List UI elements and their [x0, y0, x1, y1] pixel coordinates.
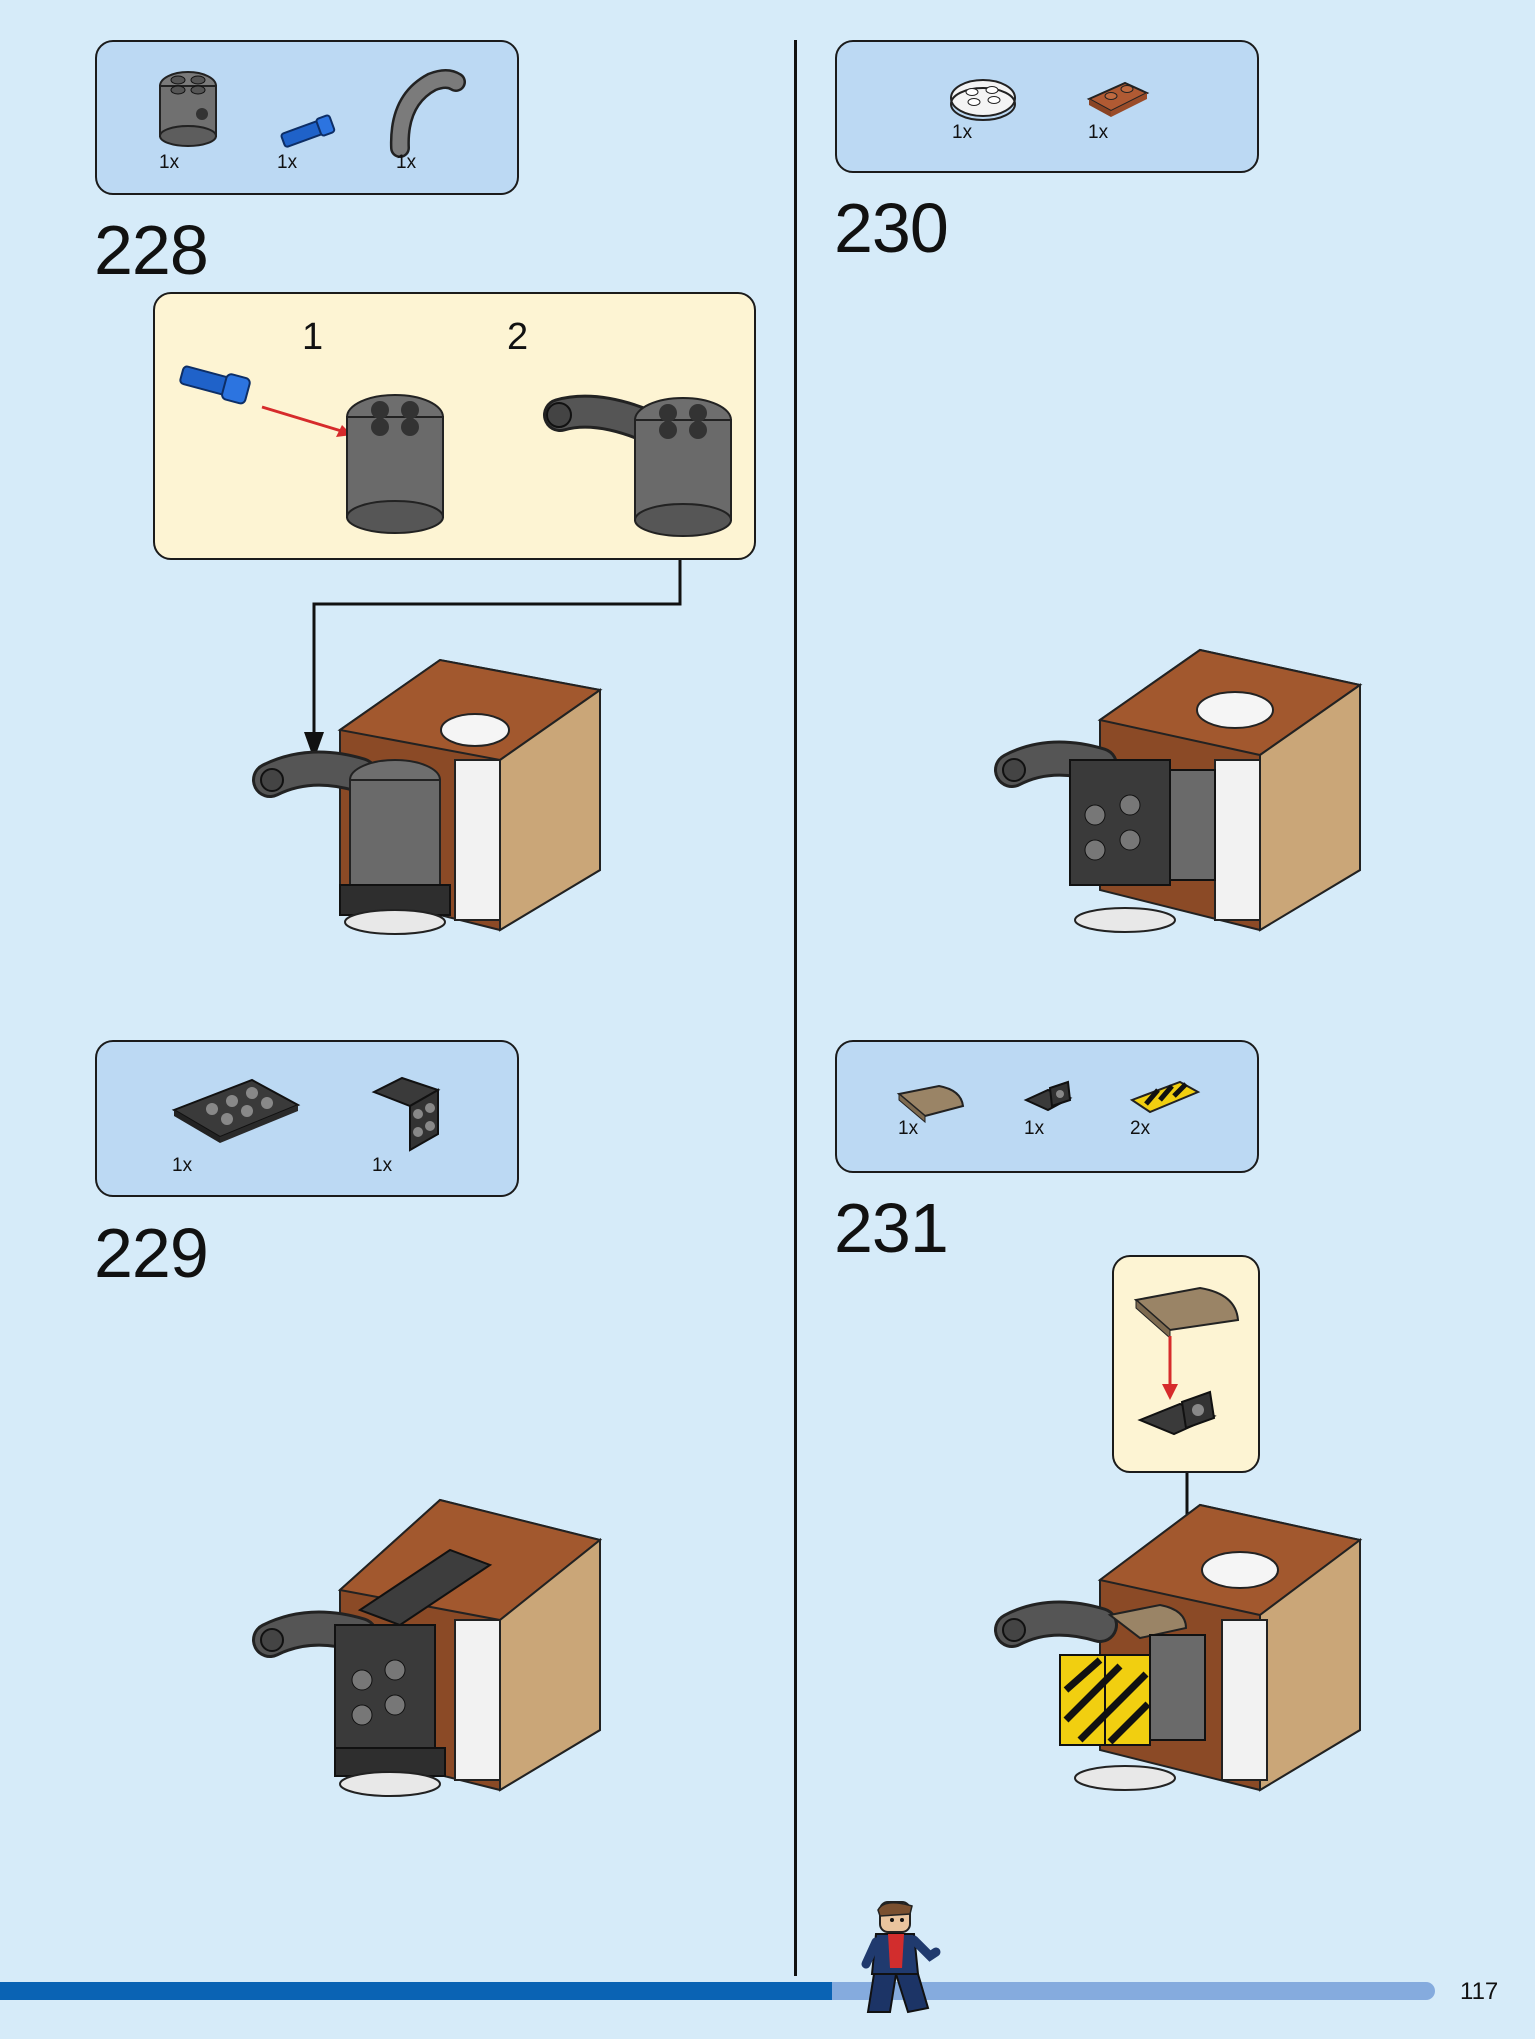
qty-230-1: 1x	[952, 122, 973, 143]
parts-box-229	[95, 1040, 519, 1197]
substep-number-2: 2	[507, 316, 529, 358]
bracket-small-icon	[1023, 1080, 1073, 1112]
qty-230-2: 1x	[1088, 122, 1109, 143]
model-assembly-229	[252, 1498, 603, 1797]
curved-slope-tan-icon	[896, 1084, 965, 1124]
step-number-231: 231	[834, 1189, 949, 1267]
qty-228-3: 1x	[396, 152, 417, 173]
page-number: 117	[1460, 1978, 1499, 2005]
substep-number-1: 1	[302, 316, 324, 358]
round-brick-icon	[159, 71, 217, 147]
step-number-229: 229	[94, 1214, 209, 1292]
qty-228-2: 1x	[277, 152, 298, 173]
qty-229-1: 1x	[172, 1155, 193, 1176]
model-assembly-228	[252, 658, 603, 935]
qty-231-1: 1x	[898, 1118, 919, 1139]
pin-icon	[280, 114, 336, 148]
qty-231-2: 1x	[1024, 1118, 1045, 1139]
pin-insert-diagram	[179, 365, 444, 534]
plate-1x2-brown-icon	[1086, 81, 1150, 117]
plate-2x4-icon	[171, 1078, 301, 1143]
model-assembly-231	[994, 1503, 1363, 1792]
progress-fill	[0, 1982, 832, 2000]
bracket-icon	[371, 1076, 441, 1152]
callout-leader-arrow	[304, 560, 682, 760]
round-plate-white-icon	[950, 79, 1016, 121]
qty-231-3: 2x	[1130, 1118, 1151, 1139]
tube-attach-diagram	[543, 394, 732, 537]
qty-228-1: 1x	[159, 152, 180, 173]
qty-229-2: 1x	[372, 1155, 393, 1176]
column-divider	[794, 40, 797, 1976]
curved-tube-icon	[389, 69, 466, 158]
parts-box-231	[835, 1040, 1259, 1173]
step-number-228: 228	[94, 211, 209, 289]
step-number-230: 230	[834, 189, 949, 267]
slope-attach-diagram	[1133, 1286, 1240, 1436]
parts-box-230	[835, 40, 1259, 173]
model-assembly-230	[994, 648, 1363, 933]
striped-tile-icon	[1129, 1080, 1201, 1114]
minifigure-walking-icon	[861, 1901, 941, 2014]
